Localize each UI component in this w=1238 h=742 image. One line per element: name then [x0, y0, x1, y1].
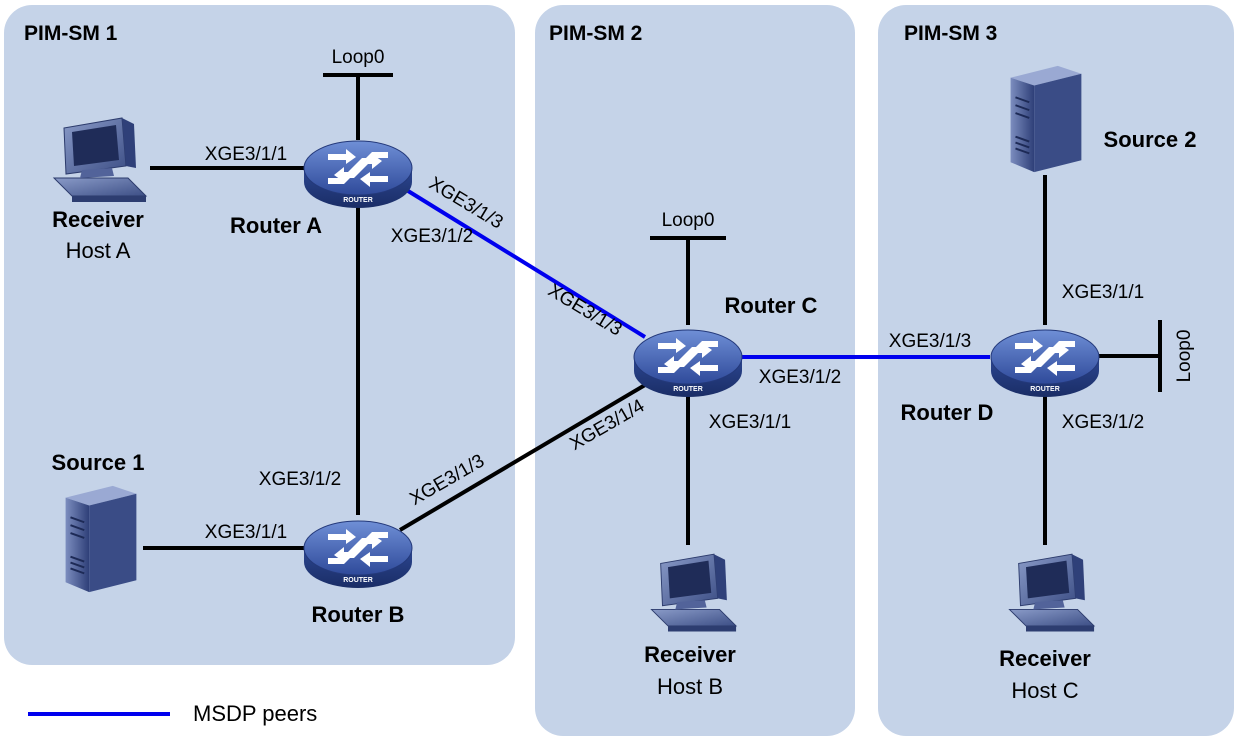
- router-c-name: Router C: [725, 293, 818, 318]
- iface-b-src: XGE3/1/1: [205, 522, 287, 543]
- router-a[interactable]: ROUTER: [303, 140, 413, 209]
- router-d-badge: ROUTER: [1030, 386, 1060, 393]
- source-1-name: Source 1: [52, 450, 145, 475]
- domain-title-3: PIM-SM 3: [904, 22, 997, 45]
- host-c-name: Host C: [1011, 678, 1078, 703]
- link-routerb-routerc: [398, 383, 647, 532]
- domain-title-1: PIM-SM 1: [24, 22, 118, 45]
- host-a-pc-icon[interactable]: [53, 117, 147, 203]
- domain-title-2: PIM-SM 2: [549, 22, 642, 45]
- source-2-server-icon[interactable]: [1009, 64, 1083, 174]
- source-2-name: Source 2: [1104, 127, 1197, 152]
- legend-msdp-label: MSDP peers: [193, 701, 317, 726]
- iface-c-d: XGE3/1/2: [759, 367, 841, 388]
- router-a-badge: ROUTER: [343, 197, 373, 204]
- iface-a-b: XGE3/1/2: [391, 226, 473, 247]
- legend: MSDP peers: [28, 701, 317, 726]
- router-c-badge: ROUTER: [673, 386, 703, 393]
- router-a-name: Router A: [230, 213, 322, 238]
- router-b-badge: ROUTER: [343, 577, 373, 584]
- host-b-pc-icon[interactable]: [650, 553, 737, 632]
- router-c[interactable]: ROUTER: [633, 329, 743, 398]
- iface-a-host: XGE3/1/1: [205, 144, 287, 165]
- host-c-role: Receiver: [999, 646, 1091, 671]
- router-d[interactable]: ROUTER: [990, 329, 1100, 398]
- loopback-c-label: Loop0: [662, 210, 715, 231]
- iface-d-host: XGE3/1/2: [1062, 412, 1144, 433]
- host-b-role: Receiver: [644, 642, 736, 667]
- iface-c-host: XGE3/1/1: [709, 412, 791, 433]
- router-b[interactable]: ROUTER: [303, 520, 413, 589]
- msdp-link-routera-routerc: [398, 184, 647, 339]
- loopback-a-label: Loop0: [332, 47, 385, 68]
- host-a-role: Receiver: [52, 207, 144, 232]
- host-b-name: Host B: [657, 674, 723, 699]
- loopback-d-label: Loop0: [1174, 330, 1195, 383]
- iface-b-a: XGE3/1/2: [259, 469, 341, 490]
- source-1-server-icon[interactable]: [64, 484, 138, 594]
- iface-d-src: XGE3/1/1: [1062, 282, 1144, 303]
- iface-d-c: XGE3/1/3: [889, 331, 971, 352]
- router-b-name: Router B: [312, 602, 405, 627]
- host-a-name: Host A: [66, 238, 131, 263]
- router-d-name: Router D: [901, 400, 994, 425]
- host-c-pc-icon[interactable]: [1008, 553, 1095, 632]
